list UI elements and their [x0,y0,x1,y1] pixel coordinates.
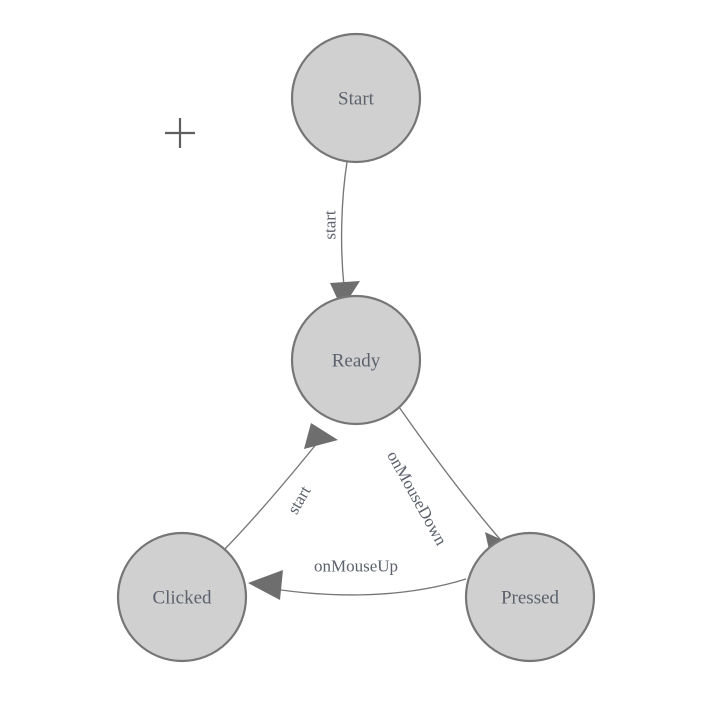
node-circle-clicked[interactable] [116,531,248,663]
edge-path-clicked-to-ready[interactable] [222,436,323,552]
node-label-pressed: Pressed [501,588,560,609]
arrowhead-clicked-to-ready [304,423,338,449]
node-circle-pressed[interactable] [464,531,596,663]
edge-clicked-to-ready[interactable]: start [222,423,338,552]
arrowhead-start-to-ready [330,281,360,309]
edge-path-pressed-to-clicked[interactable] [255,578,467,596]
node-circle-ready[interactable] [290,294,422,426]
edge-label-clicked-to-ready: start [283,482,314,517]
edge-ready-to-pressed[interactable]: onMouseDown [383,406,519,563]
node-ready[interactable]: Ready [290,294,422,426]
edge-label-start-to-ready: start [321,210,340,240]
node-clicked[interactable]: Clicked [116,531,248,663]
node-circle-start[interactable] [290,32,422,164]
edge-path-ready-to-pressed[interactable] [398,406,506,546]
edge-label-ready-to-pressed: onMouseDown [383,448,451,549]
node-label-start: Start [338,89,375,110]
edge-label-pressed-to-clicked: onMouseUp [314,557,398,576]
edge-pressed-to-clicked[interactable]: onMouseUp [248,557,467,601]
node-label-clicked: Clicked [152,588,212,609]
nodes-layer: Start Ready Clicked Pressed [116,32,596,663]
node-pressed[interactable]: Pressed [464,531,596,663]
node-start[interactable]: Start [290,32,422,164]
node-label-ready: Ready [332,351,381,372]
edge-path-start-to-ready[interactable] [340,161,348,287]
crosshair-icon [165,118,195,148]
edge-start-to-ready[interactable]: start [321,161,361,309]
arrowhead-pressed-to-clicked [248,570,283,600]
